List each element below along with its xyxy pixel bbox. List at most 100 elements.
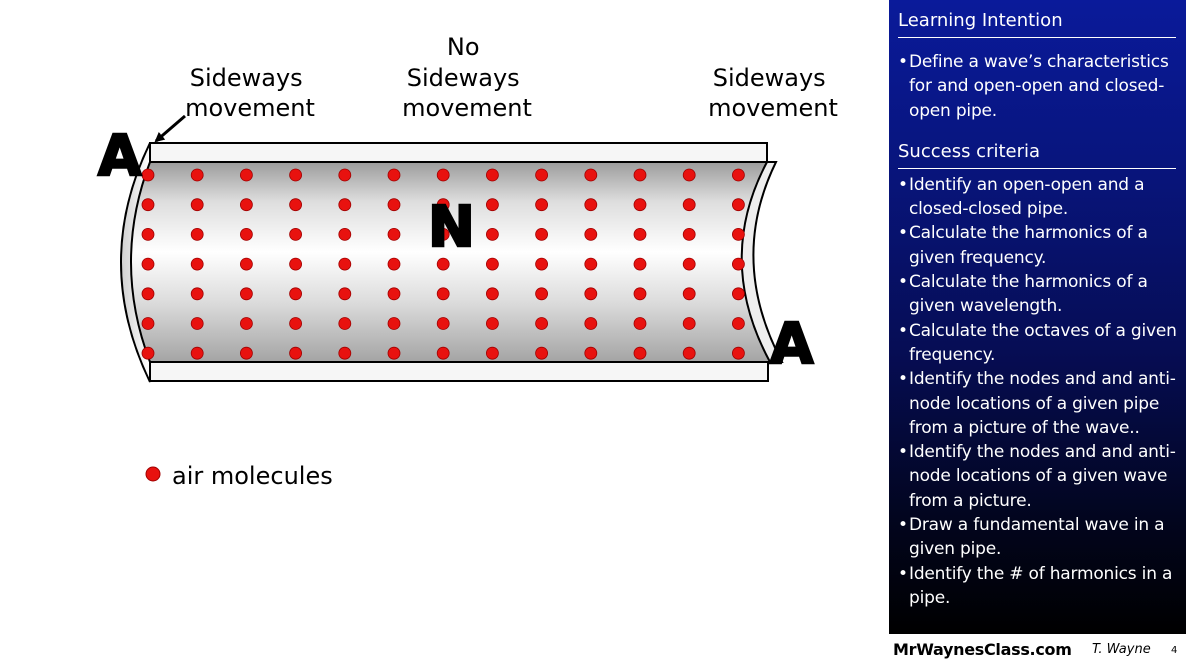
air-molecule xyxy=(239,317,253,330)
air-molecule xyxy=(732,168,745,182)
air-molecule xyxy=(584,317,598,330)
air-molecule xyxy=(190,227,204,241)
pipe-bottom-wall xyxy=(149,361,769,382)
list-item: Define a wave’s characteristics for and … xyxy=(898,50,1178,123)
air-molecule xyxy=(190,287,204,301)
air-molecule xyxy=(436,227,450,241)
legend-molecule-icon xyxy=(145,466,161,482)
list-item: Identify the # of harmonics in a pipe. xyxy=(898,562,1178,611)
air-molecule xyxy=(289,287,303,301)
footer-author: T. Wayne xyxy=(1092,642,1151,657)
list-item: Identify an open-open and a closed-close… xyxy=(898,173,1178,222)
antinode-label-right: A xyxy=(770,312,814,377)
air-molecule xyxy=(584,168,598,182)
air-molecule xyxy=(682,168,696,182)
list-item: Draw a fundamental wave in a given pipe. xyxy=(898,513,1178,562)
air-molecule xyxy=(584,346,598,360)
air-molecule xyxy=(239,168,253,182)
air-molecule xyxy=(141,168,155,182)
footer-site-name: MrWaynesClass.com xyxy=(893,640,1072,659)
air-molecule xyxy=(141,257,155,271)
air-molecule xyxy=(436,257,450,271)
list-item: Identify the nodes and and anti-node loc… xyxy=(898,367,1178,440)
pipe-diagram: Sideways movement No Sideways movement S… xyxy=(97,33,838,490)
air-molecule xyxy=(535,346,548,360)
air-molecule xyxy=(732,257,745,271)
air-molecule xyxy=(485,317,499,330)
air-molecule xyxy=(436,198,450,212)
air-molecule xyxy=(338,257,352,271)
air-molecule xyxy=(732,198,745,212)
air-molecule xyxy=(387,287,401,301)
label-sideways-left: Sideways movement xyxy=(185,64,315,122)
air-molecule xyxy=(141,227,155,241)
air-molecule xyxy=(239,198,253,212)
list-item: Identify the nodes and and anti-node loc… xyxy=(898,440,1178,513)
air-molecule xyxy=(387,227,401,241)
air-molecule xyxy=(682,287,696,301)
air-molecule xyxy=(239,227,253,241)
air-molecule xyxy=(485,346,499,360)
air-molecule xyxy=(338,227,352,241)
success-criteria-list: Identify an open-open and a closed-close… xyxy=(898,169,1178,610)
pipe-top-wall xyxy=(149,142,768,163)
air-molecule xyxy=(338,287,352,301)
air-molecule xyxy=(436,346,450,360)
list-item: Calculate the harmonics of a given frequ… xyxy=(898,221,1178,270)
air-molecule xyxy=(732,227,745,241)
air-molecule xyxy=(338,198,352,212)
air-molecule xyxy=(682,317,696,330)
air-molecule xyxy=(289,317,303,330)
label-sideways-right: Sideways movement xyxy=(708,64,838,122)
air-molecule xyxy=(141,287,155,301)
objectives-panel: Learning Intention Define a wave’s chara… xyxy=(889,0,1186,634)
air-molecule xyxy=(682,227,696,241)
air-molecule xyxy=(239,287,253,301)
air-molecule xyxy=(485,168,499,182)
pipe-interior xyxy=(131,162,770,362)
page-number: 4 xyxy=(1171,645,1178,656)
air-molecule xyxy=(732,317,745,330)
air-molecule xyxy=(485,257,499,271)
air-molecule xyxy=(289,227,303,241)
air-molecule xyxy=(633,168,647,182)
air-molecule xyxy=(239,346,253,360)
air-molecule xyxy=(535,168,548,182)
air-molecule xyxy=(633,287,647,301)
air-molecule xyxy=(633,257,647,271)
air-molecule xyxy=(584,198,598,212)
air-molecule xyxy=(633,198,647,212)
air-molecule xyxy=(141,198,155,212)
learning-intention-list: Define a wave’s characteristics for and … xyxy=(898,38,1178,139)
air-molecule xyxy=(141,317,155,330)
air-molecule xyxy=(633,227,647,241)
air-molecule xyxy=(387,168,401,182)
air-molecule xyxy=(190,346,204,360)
air-molecule xyxy=(682,257,696,271)
pipe-right-rim xyxy=(740,161,784,363)
air-molecule xyxy=(190,257,204,271)
legend-label: air molecules xyxy=(172,462,333,490)
air-molecule xyxy=(239,257,253,271)
air-molecule xyxy=(190,198,204,212)
air-molecule xyxy=(436,287,450,301)
air-molecule xyxy=(633,346,647,360)
air-molecule xyxy=(289,346,303,360)
air-molecule xyxy=(338,317,352,330)
air-molecule xyxy=(289,198,303,212)
air-molecule xyxy=(190,168,204,182)
air-molecule xyxy=(732,346,745,360)
air-molecule xyxy=(485,227,499,241)
air-molecule xyxy=(338,168,352,182)
air-molecule xyxy=(535,227,548,241)
air-molecule xyxy=(387,346,401,360)
air-molecule xyxy=(485,198,499,212)
list-item: Calculate the octaves of a given frequen… xyxy=(898,319,1178,368)
node-label-center: N xyxy=(428,195,475,260)
air-molecule xyxy=(338,346,352,360)
air-molecule xyxy=(436,317,450,330)
air-molecule xyxy=(535,198,548,212)
air-molecule xyxy=(387,257,401,271)
air-molecule xyxy=(190,317,204,330)
learning-intention-heading: Learning Intention xyxy=(898,0,1176,38)
